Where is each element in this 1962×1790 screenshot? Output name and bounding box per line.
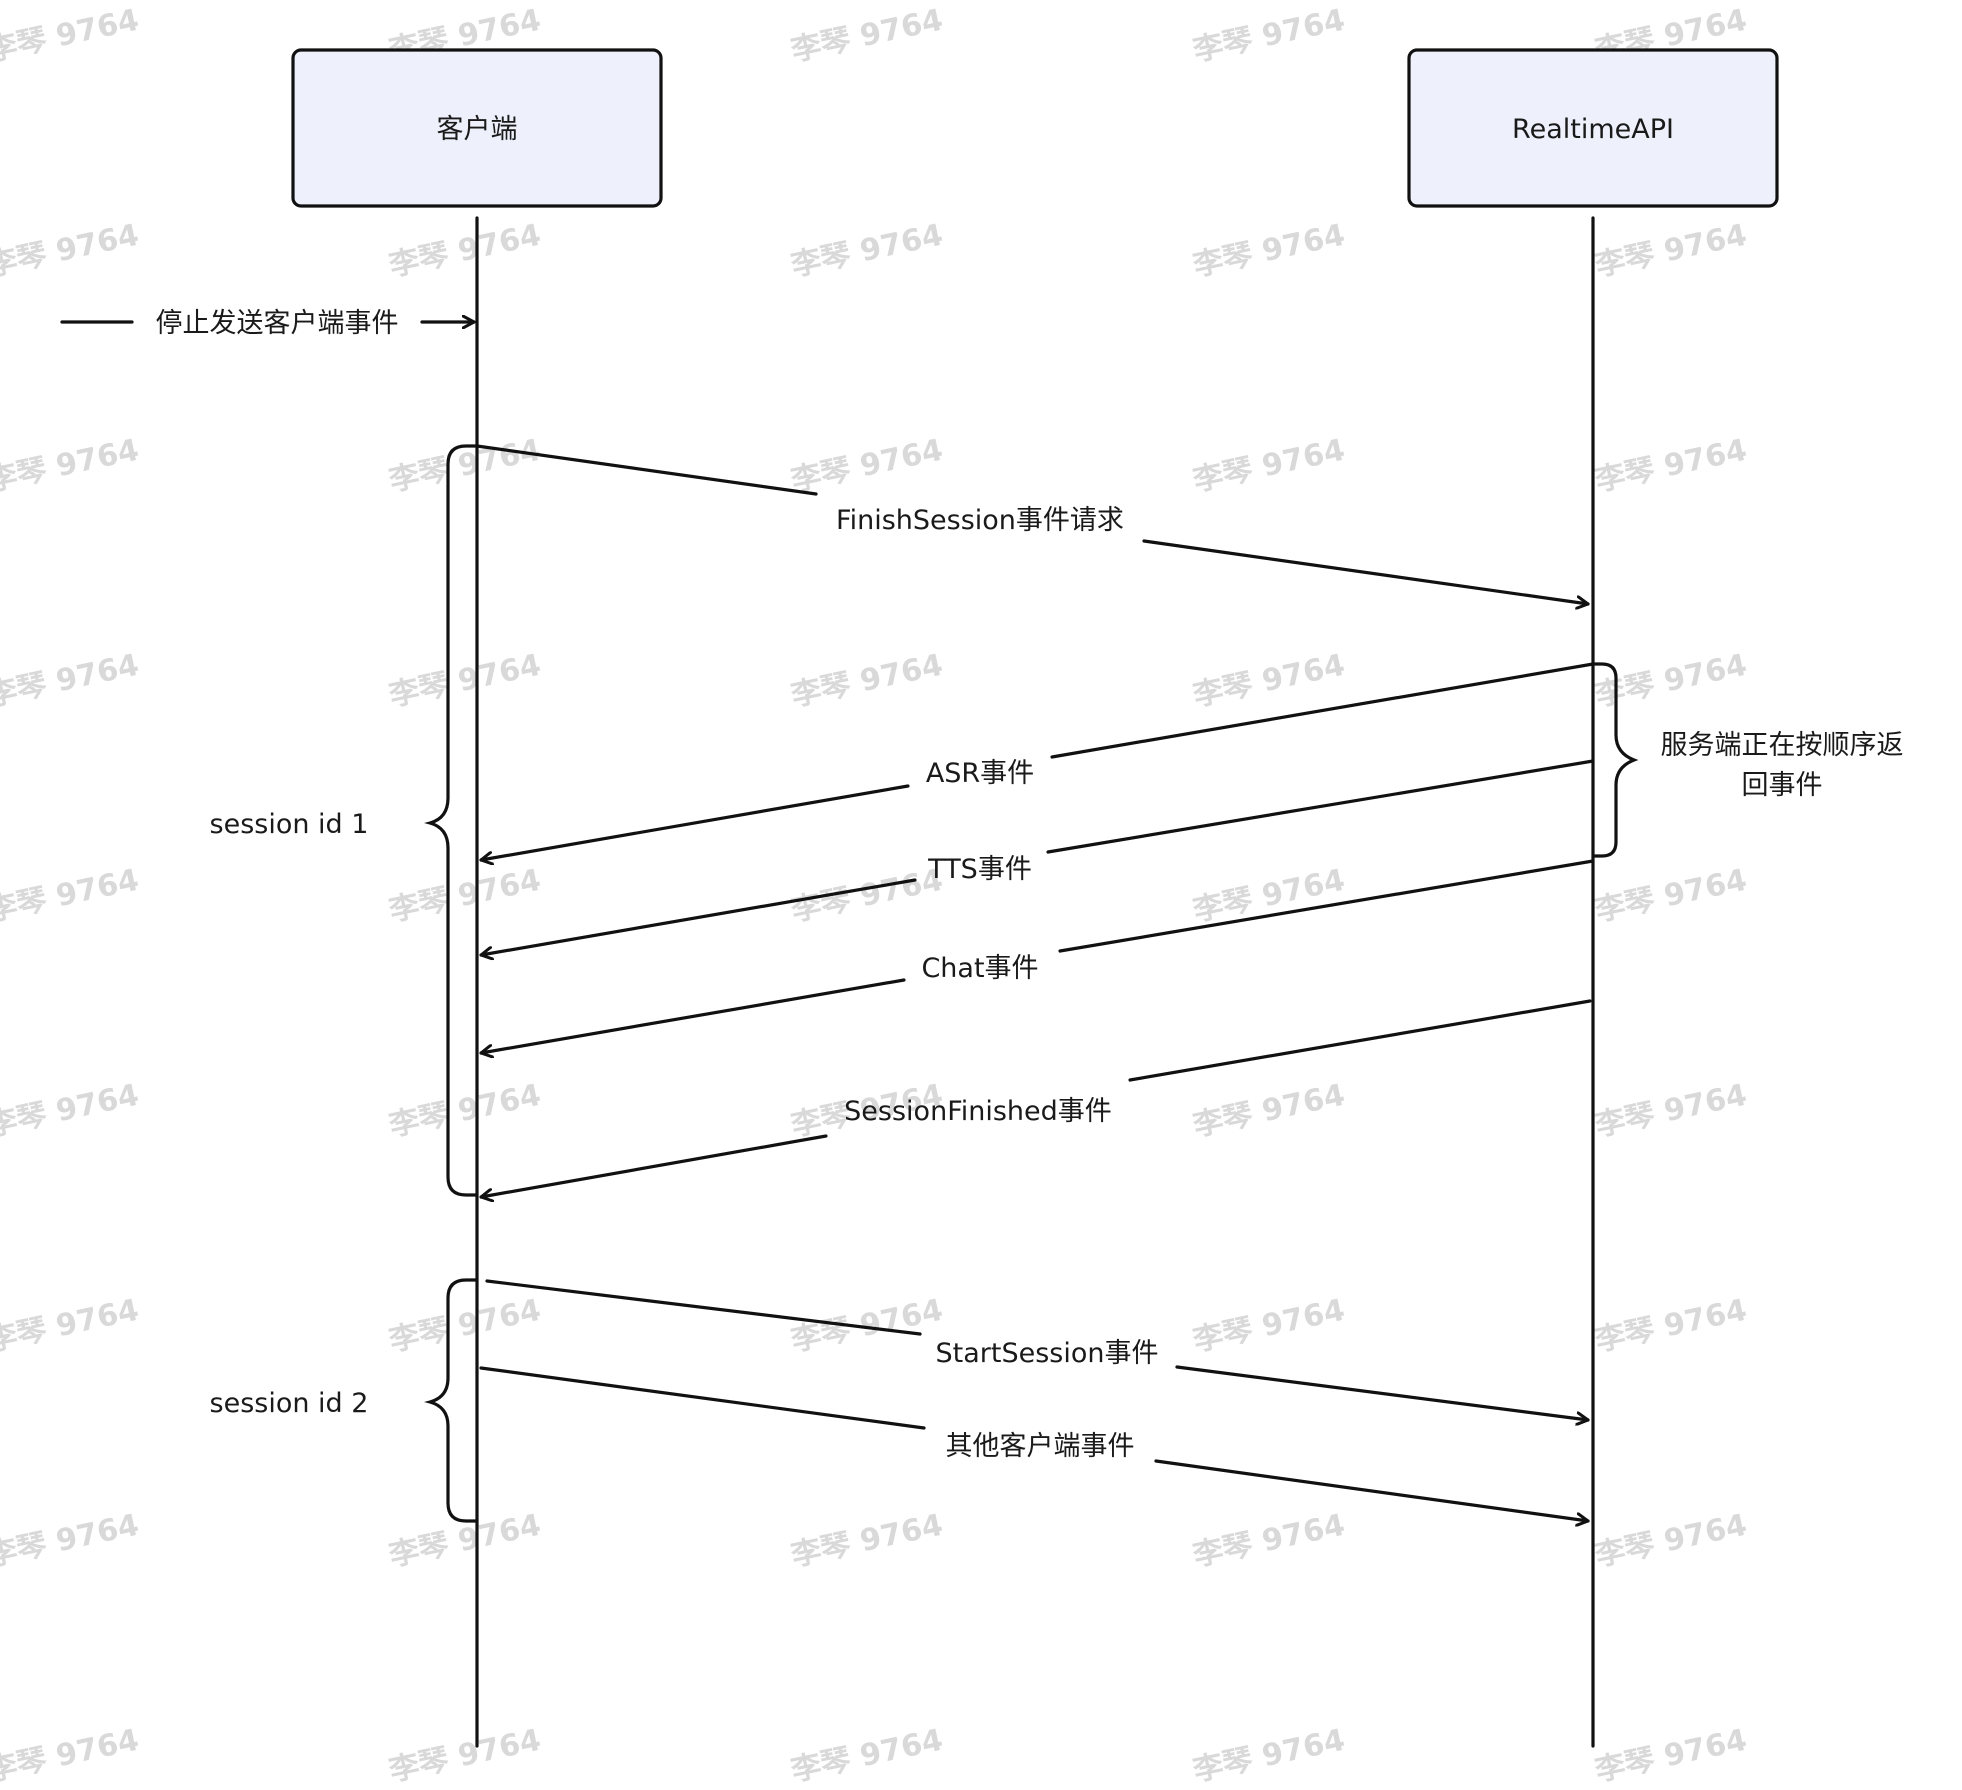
watermark-text: 李琴 9764	[1190, 863, 1348, 929]
watermark-text: 李琴 9764	[386, 1508, 544, 1574]
watermark-text: 李琴 9764	[1190, 1293, 1348, 1359]
server-returning-label-line1: 服务端正在按顺序返	[1661, 730, 1904, 761]
message-chat: Chat事件	[479, 859, 1595, 1053]
message-stop-sending-label: 停止发送客户端事件	[156, 308, 399, 339]
message-tts: TTS事件	[479, 759, 1595, 955]
session2-brace: session id 2	[210, 1278, 479, 1523]
message-other-client-events-label: 其他客户端事件	[946, 1431, 1135, 1462]
watermark-text: 李琴 9764	[788, 433, 946, 499]
message-asr-label: ASR事件	[926, 758, 1034, 789]
message-start-session: StartSession事件	[485, 1279, 1590, 1420]
watermark-text: 李琴 9764	[0, 3, 142, 69]
message-tts-label: TTS事件	[927, 854, 1032, 885]
participant-client-label: 客户端	[437, 114, 518, 145]
message-other-client-events: 其他客户端事件	[479, 1366, 1590, 1521]
watermark-text: 李琴 9764	[1592, 1293, 1750, 1359]
participant-client: 客户端	[291, 48, 663, 208]
watermark-text: 李琴 9764	[0, 1723, 142, 1789]
message-stop-sending: 停止发送客户端事件	[60, 308, 476, 339]
watermark-text: 李琴 9764	[1190, 1723, 1348, 1789]
watermark-text: 李琴 9764	[788, 648, 946, 714]
session1-label: session id 1	[210, 809, 369, 840]
watermark-text: 李琴 9764	[1592, 218, 1750, 284]
session2-label: session id 2	[210, 1388, 369, 1419]
watermark-text: 李琴 9764	[788, 1723, 946, 1789]
watermark-text: 李琴 9764	[1190, 218, 1348, 284]
message-session-finished: SessionFinished事件	[479, 999, 1592, 1197]
watermark-text: 李琴 9764	[1190, 1508, 1348, 1574]
watermark-text: 李琴 9764	[0, 648, 142, 714]
watermark-text: 李琴 9764	[0, 433, 142, 499]
watermark-text: 李琴 9764	[1592, 433, 1750, 499]
message-finish-session-label: FinishSession事件请求	[836, 505, 1124, 536]
session1-brace: session id 1	[210, 444, 479, 1197]
message-start-session-label: StartSession事件	[936, 1338, 1159, 1369]
watermark-layer: 李琴 9764 李琴 9764 李琴 9764 李琴 9764 李琴 9764 李琴 97…	[0, 3, 1750, 1789]
watermark-text: 李琴 9764	[0, 1078, 142, 1144]
watermark-text: 李琴 9764	[1592, 1508, 1750, 1574]
watermark-text: 李琴 9764	[788, 1508, 946, 1574]
watermark-text: 李琴 9764	[1592, 1078, 1750, 1144]
message-chat-label: Chat事件	[921, 953, 1038, 984]
watermark-text: 李琴 9764	[1190, 433, 1348, 499]
watermark-text: 李琴 9764	[0, 1293, 142, 1359]
watermark-text: 李琴 9764	[0, 863, 142, 929]
watermark-text: 李琴 9764	[386, 433, 544, 499]
watermark-text: 李琴 9764	[386, 218, 544, 284]
message-finish-session: FinishSession事件请求	[475, 444, 1590, 604]
server-returning-label-line2: 回事件	[1742, 770, 1823, 801]
watermark-text: 李琴 9764	[1592, 863, 1750, 929]
participant-server-label: RealtimeAPI	[1512, 114, 1674, 145]
watermark-text: 李琴 9764	[386, 648, 544, 714]
watermark-text: 李琴 9764	[1190, 1078, 1348, 1144]
watermark-text: 李琴 9764	[386, 1293, 544, 1359]
server-returning-brace: 服务端正在按顺序返 回事件	[1591, 662, 1904, 858]
watermark-text: 李琴 9764	[788, 3, 946, 69]
message-asr: ASR事件	[479, 662, 1595, 860]
watermark-text: 李琴 9764	[788, 1293, 946, 1359]
participant-server: RealtimeAPI	[1407, 48, 1779, 208]
watermark-text: 李琴 9764	[386, 863, 544, 929]
watermark-text: 李琴 9764	[1190, 648, 1348, 714]
message-session-finished-label: SessionFinished事件	[844, 1096, 1112, 1127]
watermark-text: 李琴 9764	[0, 1508, 142, 1574]
watermark-text: 李琴 9764	[1592, 1723, 1750, 1789]
watermark-text: 李琴 9764	[788, 863, 946, 929]
watermark-text: 李琴 9764	[386, 1078, 544, 1144]
watermark-text: 李琴 9764	[788, 218, 946, 284]
watermark-text: 李琴 9764	[386, 1723, 544, 1789]
watermark-text: 李琴 9764	[0, 218, 142, 284]
watermark-text: 李琴 9764	[1190, 3, 1348, 69]
